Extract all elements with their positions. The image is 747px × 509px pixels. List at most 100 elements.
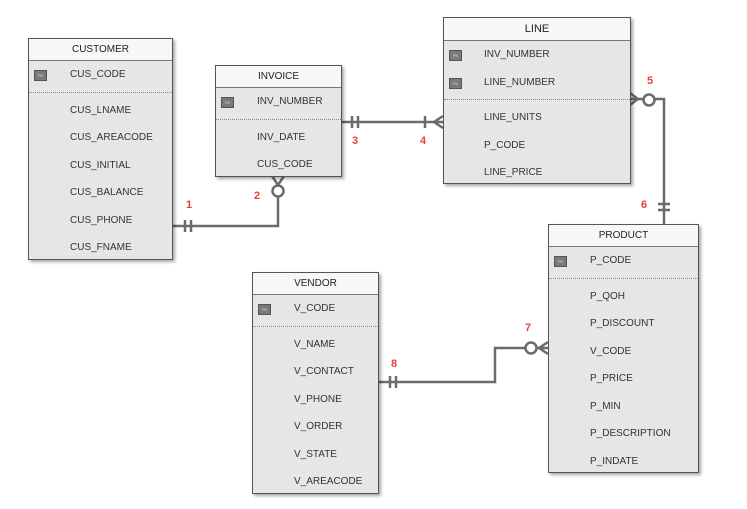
attr-row: P_PRICE: [549, 365, 698, 393]
attribute: INV_NUMBER: [257, 96, 323, 107]
attribute: INV_NUMBER: [484, 49, 550, 60]
attr-row: LINE_PRICE: [444, 159, 630, 187]
attribute: P_CODE: [484, 139, 526, 151]
mark-4-crow: [431, 114, 444, 130]
attr-row: P_DISCOUNT: [549, 310, 698, 338]
attr-row: INV_DATE: [216, 124, 341, 152]
attr-row: CUS_INITIAL: [29, 152, 172, 180]
attribute: V_NAME: [294, 338, 336, 350]
attribute: V_AREACODE: [294, 476, 363, 487]
attribute: CUS_CODE: [257, 159, 313, 170]
attribute: INV_DATE: [257, 131, 306, 143]
attribute: P_MIN: [590, 400, 621, 412]
attr-row: LINE_UNITS: [444, 104, 630, 132]
attr-row: V_AREACODE: [253, 468, 378, 496]
attr-row: P_MIN: [549, 393, 698, 421]
attribute: CUS_LNAME: [70, 104, 132, 116]
pk-badge-icon: PK: [554, 256, 567, 267]
divider: [444, 99, 630, 100]
attr-row: CUS_AREACODE: [29, 124, 172, 152]
entity-title: LINE: [444, 18, 630, 41]
pk-row: PK LINE_NUMBER: [444, 69, 630, 97]
attribute: P_DESCRIPTION: [590, 428, 671, 439]
pk-row: PK INV_NUMBER: [444, 41, 630, 69]
label-3: 3: [352, 135, 358, 147]
pk-badge-icon: PK: [34, 70, 47, 81]
pk-badge-icon: PK: [449, 77, 462, 89]
attribute: CUS_BALANCE: [70, 187, 144, 198]
attribute: CUS_INITIAL: [70, 159, 131, 171]
rel-vendor-product: [377, 346, 548, 384]
attribute: CUS_PHONE: [70, 214, 133, 226]
attr-row: V_PHONE: [253, 386, 378, 414]
attr-row: CUS_LNAME: [29, 97, 172, 125]
entity-title: PRODUCT: [549, 225, 698, 247]
label-2: 2: [254, 190, 260, 202]
attribute: P_CODE: [590, 255, 632, 266]
attr-row: P_INDATE: [549, 448, 698, 476]
attribute: V_CONTACT: [294, 366, 354, 377]
rel-customer-invoice: [172, 195, 280, 228]
attr-row: V_CODE: [549, 338, 698, 366]
attr-row: CUS_PHONE: [29, 207, 172, 235]
attribute: V_ORDER: [294, 421, 343, 432]
attribute: CUS_FNAME: [70, 242, 132, 253]
attribute: LINE_UNITS: [484, 112, 542, 123]
rel-line-product: [630, 97, 666, 224]
attribute: P_DISCOUNT: [590, 318, 655, 329]
attr-row: P_CODE: [444, 132, 630, 160]
divider: [253, 325, 378, 327]
attr-row: V_STATE: [253, 441, 378, 469]
attr-row: P_QOH: [549, 283, 698, 311]
attribute: P_INDATE: [590, 455, 639, 467]
pk-badge-icon: PK: [258, 304, 271, 315]
attr-row: V_ORDER: [253, 413, 378, 441]
attr-row: V_CONTACT: [253, 358, 378, 386]
entity-vendor: VENDOR PK V_CODE V_NAME V_CONTACT V_PHON…: [252, 272, 379, 494]
attr-row: CUS_CODE: [216, 151, 341, 179]
entity-title: CUSTOMER: [29, 39, 172, 61]
entity-product: PRODUCT PK P_CODE P_QOH P_DISCOUNT V_COD…: [548, 224, 699, 473]
pk-row: PK CUS_CODE: [29, 61, 172, 89]
attribute: P_PRICE: [590, 373, 633, 384]
pk-badge-icon: PK: [221, 97, 234, 108]
mark-7-crow: [536, 340, 549, 356]
divider: [216, 118, 341, 120]
attr-row: P_DESCRIPTION: [549, 420, 698, 448]
pk-row: PK V_CODE: [253, 295, 378, 323]
entity-title: INVOICE: [216, 66, 341, 88]
attribute: LINE_PRICE: [484, 167, 543, 178]
mark-5-circle: [642, 93, 656, 107]
pk-row: PK INV_NUMBER: [216, 88, 341, 116]
label-7: 7: [525, 322, 531, 334]
divider: [29, 91, 172, 93]
attribute: CUS_CODE: [70, 69, 126, 80]
entity-invoice: INVOICE PK INV_NUMBER INV_DATE CUS_CODE: [215, 65, 342, 177]
divider: [549, 277, 698, 279]
label-4: 4: [420, 135, 427, 147]
entity-title: VENDOR: [253, 273, 378, 295]
label-8: 8: [391, 358, 397, 370]
mark-2-crow: [270, 175, 286, 188]
label-1: 1: [186, 199, 192, 211]
label-5: 5: [647, 75, 653, 87]
attribute: V_CODE: [294, 303, 336, 314]
pk-row: PK P_CODE: [549, 247, 698, 275]
entity-line: LINE PK INV_NUMBER PK LINE_NUMBER LINE_U…: [443, 17, 631, 184]
attribute: CUS_AREACODE: [70, 132, 153, 143]
attribute: P_QOH: [590, 290, 626, 302]
attribute: LINE_NUMBER: [484, 76, 556, 88]
attr-row: CUS_FNAME: [29, 234, 172, 262]
mark-7-circle: [524, 341, 538, 355]
mark-5-crow: [629, 92, 641, 106]
pk-badge-icon: PK: [449, 50, 462, 61]
attr-row: CUS_BALANCE: [29, 179, 172, 207]
label-6: 6: [641, 199, 647, 211]
attribute: V_PHONE: [294, 393, 342, 405]
attr-row: V_NAME: [253, 331, 378, 359]
entity-customer: CUSTOMER PK CUS_CODE CUS_LNAME CUS_AREAC…: [28, 38, 173, 260]
attribute: V_STATE: [294, 448, 337, 460]
attribute: V_CODE: [590, 345, 632, 357]
